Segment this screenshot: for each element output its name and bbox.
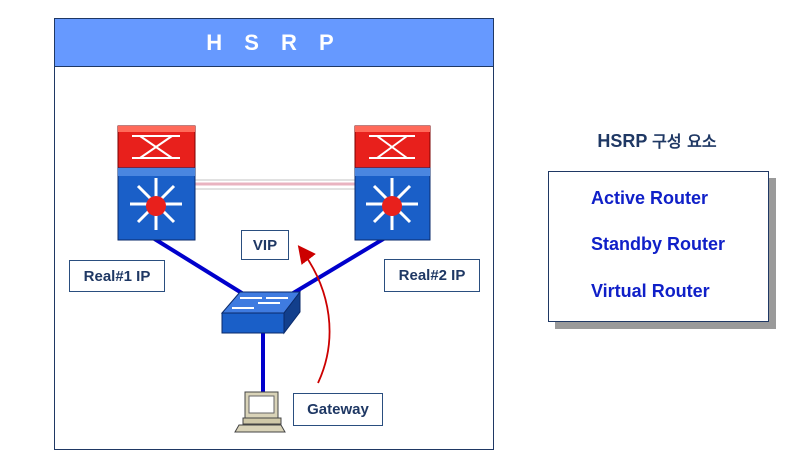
link-router1-switch — [151, 236, 247, 297]
real2-ip-label: Real#2 IP — [384, 259, 480, 292]
router1-icon[interactable] — [117, 125, 196, 241]
vip-label: VIP — [241, 230, 289, 260]
real1-ip-label: Real#1 IP — [69, 260, 165, 292]
component-item: Virtual Router — [591, 281, 710, 301]
inter-router-link — [194, 179, 356, 190]
panel-header: H S R P — [55, 19, 493, 67]
components-title: HSRP 구성 요소 — [572, 128, 742, 152]
link-router2-switch — [288, 236, 387, 297]
gateway-vip-arrow — [297, 245, 331, 384]
panel-title: H S R P — [206, 29, 342, 55]
switch-icon[interactable] — [220, 290, 302, 335]
components-box: Active Router Standby Router Virtual Rou… — [548, 171, 769, 322]
component-item: Standby Router — [591, 234, 726, 254]
components-title-ko: 구성 요소 — [652, 132, 717, 151]
router2-icon[interactable] — [354, 125, 431, 241]
component-item: Active Router — [591, 188, 709, 208]
components-title-en: HSRP — [597, 131, 648, 151]
computer-icon[interactable] — [234, 391, 286, 433]
gateway-label: Gateway — [293, 393, 383, 426]
